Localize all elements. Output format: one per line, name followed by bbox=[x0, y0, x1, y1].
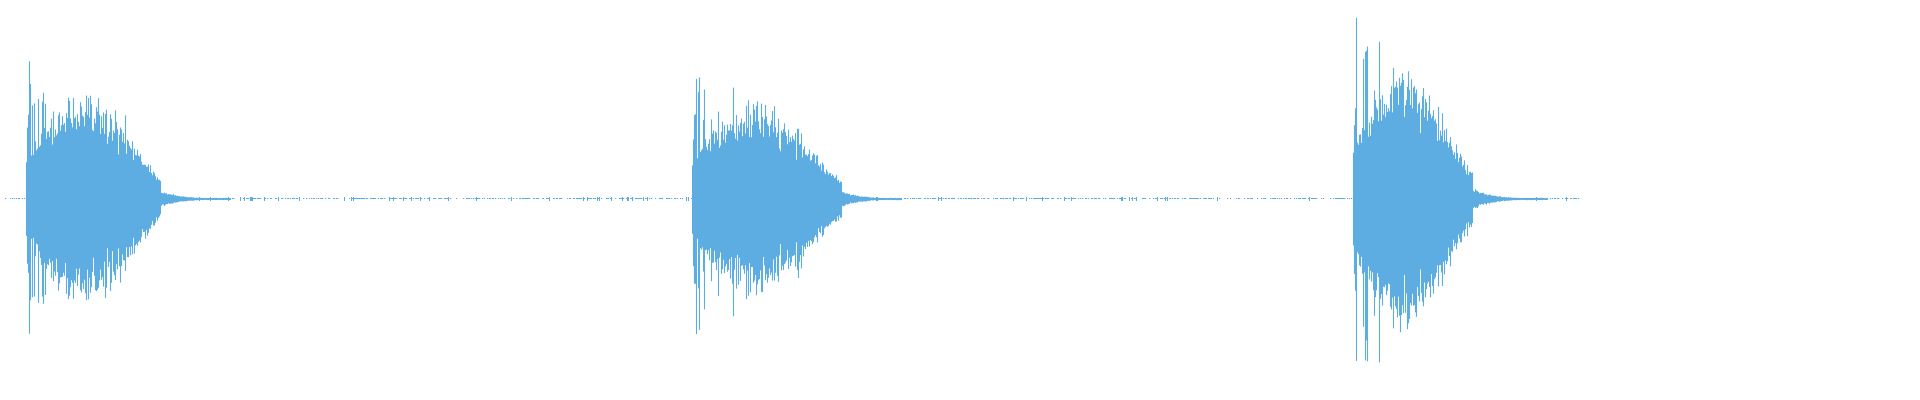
waveform-bursts bbox=[25, 17, 1549, 363]
waveform-burst-2 bbox=[691, 77, 903, 335]
waveform-burst-1 bbox=[25, 61, 232, 334]
waveform-burst-3 bbox=[1352, 17, 1549, 363]
